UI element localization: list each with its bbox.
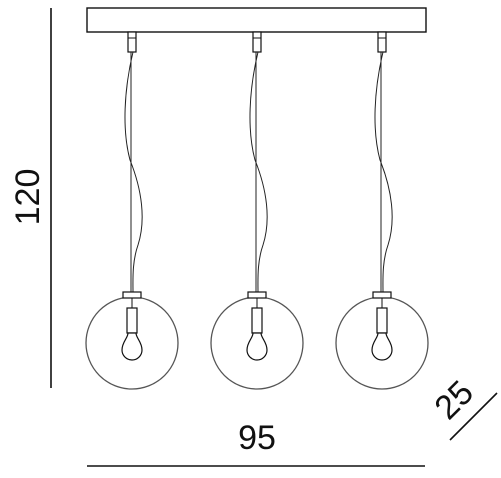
height-dimension-label: 120 <box>9 169 47 226</box>
bulb-socket <box>126 307 138 334</box>
pendant-center <box>210 31 304 390</box>
bulb-socket <box>376 307 388 334</box>
pendant-right <box>335 31 429 390</box>
bulb-socket <box>251 307 263 334</box>
cord-grip <box>127 31 137 53</box>
depth-dimension-label: 25 <box>427 373 481 427</box>
width-dimension-label: 95 <box>238 419 276 457</box>
pendants-group <box>85 31 429 390</box>
power-cord <box>124 51 143 293</box>
depth-dimension-line <box>449 392 498 441</box>
pendant-left <box>85 31 179 390</box>
power-cord <box>374 51 393 293</box>
cord-grip <box>252 31 262 53</box>
globe-cap <box>122 291 142 299</box>
cord-grip <box>377 31 387 53</box>
light-bulb <box>246 332 268 361</box>
power-cord <box>249 51 268 293</box>
globe-cap <box>247 291 267 299</box>
light-bulb <box>371 332 393 361</box>
light-bulb <box>121 332 143 361</box>
globe-cap <box>372 291 392 299</box>
ceiling-canopy <box>86 7 427 33</box>
